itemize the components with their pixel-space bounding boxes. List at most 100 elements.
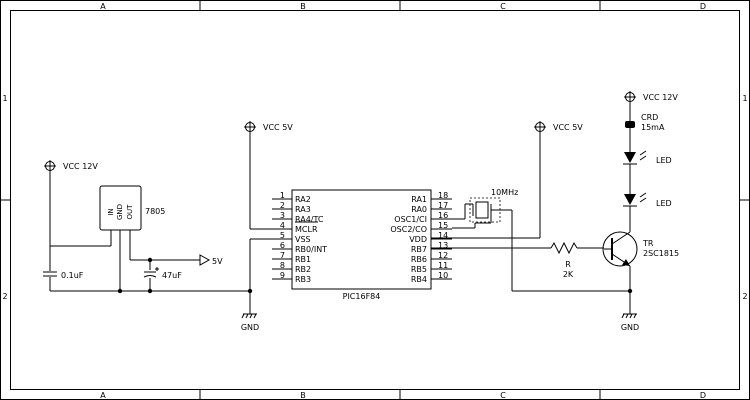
mcu-pin-number: 18 xyxy=(438,191,448,200)
mcu-pin-name: MCLR xyxy=(295,225,318,234)
regulator-pin-gnd: GND xyxy=(116,204,124,220)
transistor-part: 2SC1815 xyxy=(643,249,679,258)
crystal-10mhz: 10MHz xyxy=(469,188,518,223)
led-2-label: LED xyxy=(656,199,672,208)
row-label-1-right: 1 xyxy=(742,94,747,103)
mcu-pin-number: 2 xyxy=(280,201,285,210)
mcu-pin-16: 16 OSC1/CI xyxy=(394,211,452,224)
mcu-pin-name: RB0/INT xyxy=(295,245,327,254)
mcu-pin-number: 13 xyxy=(438,241,448,250)
vcc5-osc-label: VCC 5V xyxy=(553,123,583,132)
mcu-pin-18: 18 RA1 xyxy=(411,191,452,204)
resistor-ref: R xyxy=(565,260,571,269)
mcu-pin-number: 9 xyxy=(280,271,285,280)
output-5v-flag: 5V xyxy=(199,254,223,266)
mcu-pin-7: 7 RB1 xyxy=(272,251,311,264)
crd-15ma: CRD 15mA xyxy=(625,113,665,132)
mcu-pin-name: OSC1/CI xyxy=(394,215,427,224)
led-1: LED xyxy=(623,150,672,165)
mcu-part-label: PIC16F84 xyxy=(343,292,381,301)
regulator-part-label: 7805 xyxy=(145,207,165,216)
resistor-value: 2K xyxy=(563,270,574,279)
mcu-pin-14: 14 VDD xyxy=(409,231,452,244)
col-label-a-bottom: A xyxy=(100,391,106,400)
mcu-pin-number: 7 xyxy=(280,251,285,260)
mcu-pin-12: 12 RB6 xyxy=(411,251,452,264)
led-1-label: LED xyxy=(656,156,672,165)
vcc12-led-symbol: VCC 12V xyxy=(624,91,678,102)
mcu-pin-9: 9 RB3 xyxy=(272,271,311,284)
mcu-pin-name: OSC2/CO xyxy=(390,225,427,234)
frame-row-labels: 1 2 1 2 xyxy=(2,94,747,301)
mcu-pin-number: 1 xyxy=(280,191,285,200)
regulator-7805: IN GND OUT 7805 xyxy=(99,185,165,231)
col-label-c-bottom: C xyxy=(500,391,506,400)
mcu-pin-number: 14 xyxy=(438,231,448,240)
mcu-pin-number: 5 xyxy=(280,231,285,240)
mcu-pin-15: 15 OSC2/CO xyxy=(390,221,452,234)
mcu-pin-number: 6 xyxy=(280,241,285,250)
mcu-pin-name: RB3 xyxy=(295,275,311,284)
mcu-pin-number: 10 xyxy=(438,271,448,280)
regulator-pin-out: OUT xyxy=(126,204,134,220)
gnd-right-label: GND xyxy=(621,323,639,332)
frame-column-labels: A B C D A B C D xyxy=(100,2,706,400)
col-label-b-bottom: B xyxy=(300,391,306,400)
crystal-label: 10MHz xyxy=(491,188,518,197)
mcu-pin-number: 17 xyxy=(438,201,448,210)
regulator-section-wires xyxy=(49,171,292,314)
mcu-pin-name: RA3 xyxy=(295,205,311,214)
led-2: LED xyxy=(623,192,672,208)
mcu-pin-number: 16 xyxy=(438,211,448,220)
capacitor-c2-value: 47uF xyxy=(162,271,182,280)
capacitor-c1-value: 0.1uF xyxy=(61,271,84,280)
col-label-a-top: A xyxy=(100,2,106,11)
gnd-left-symbol: GND xyxy=(241,313,259,332)
vcc12-regulator-symbol: VCC 12V xyxy=(44,160,98,171)
mcu-pin-number: 4 xyxy=(280,221,285,230)
col-label-d-top: D xyxy=(700,2,706,11)
vcc12-regulator-label: VCC 12V xyxy=(63,162,98,171)
mcu-pin-17: 17 RA0 xyxy=(411,201,452,214)
mcu-pin-number: 11 xyxy=(438,261,448,270)
mcu-right-pins: 18 RA1 17 RA0 16 OSC1/CI 15 OSC2/CO 14 VDD13RB712… xyxy=(390,191,475,284)
row-label-2-left: 2 xyxy=(2,292,7,301)
crd-value: 15mA xyxy=(641,123,665,132)
transistor-tr: TR 2SC1815 xyxy=(602,231,679,267)
mcu-pin-name: RA4/TC xyxy=(295,215,324,224)
crystal-wires xyxy=(464,203,630,292)
row-label-2-right: 2 xyxy=(742,292,747,301)
mcu-pin-5: 5 VSS xyxy=(272,231,311,244)
mcu-pin-name: RB1 xyxy=(295,255,311,264)
vcc5-mclr-symbol: VCC 5V xyxy=(244,121,293,132)
mcu-pin-number: 15 xyxy=(438,221,448,230)
mcu-pin-6: 6 RB0/INT xyxy=(272,241,327,254)
mcu-pin-name: RB6 xyxy=(411,255,427,264)
gnd-right-symbol: GND xyxy=(621,313,639,332)
col-label-d-bottom: D xyxy=(700,391,706,400)
mcu-pin-name: RB4 xyxy=(411,275,427,284)
mcu-pin-name: VSS xyxy=(295,235,311,244)
resistor-r: R 2K xyxy=(550,241,604,279)
mcu-pin-name: RB2 xyxy=(295,265,311,274)
mcu-pin-10: 10 RB4 xyxy=(411,271,452,284)
mcu-pin-name: VDD xyxy=(409,235,427,244)
vcc5-mclr-label: VCC 5V xyxy=(263,123,293,132)
output-5v-label: 5V xyxy=(212,257,223,266)
gnd-left-label: GND xyxy=(241,323,259,332)
mcu-pin-name: RA0 xyxy=(411,205,427,214)
capacitor-c1: 0.1uF xyxy=(42,271,84,280)
crd-ref: CRD xyxy=(641,113,658,122)
mcu-pin-name: RA1 xyxy=(411,195,427,204)
mcu-pin-number: 12 xyxy=(438,251,448,260)
vcc5-osc-symbol: VCC 5V xyxy=(534,121,583,132)
regulator-pin-in: IN xyxy=(107,208,115,215)
